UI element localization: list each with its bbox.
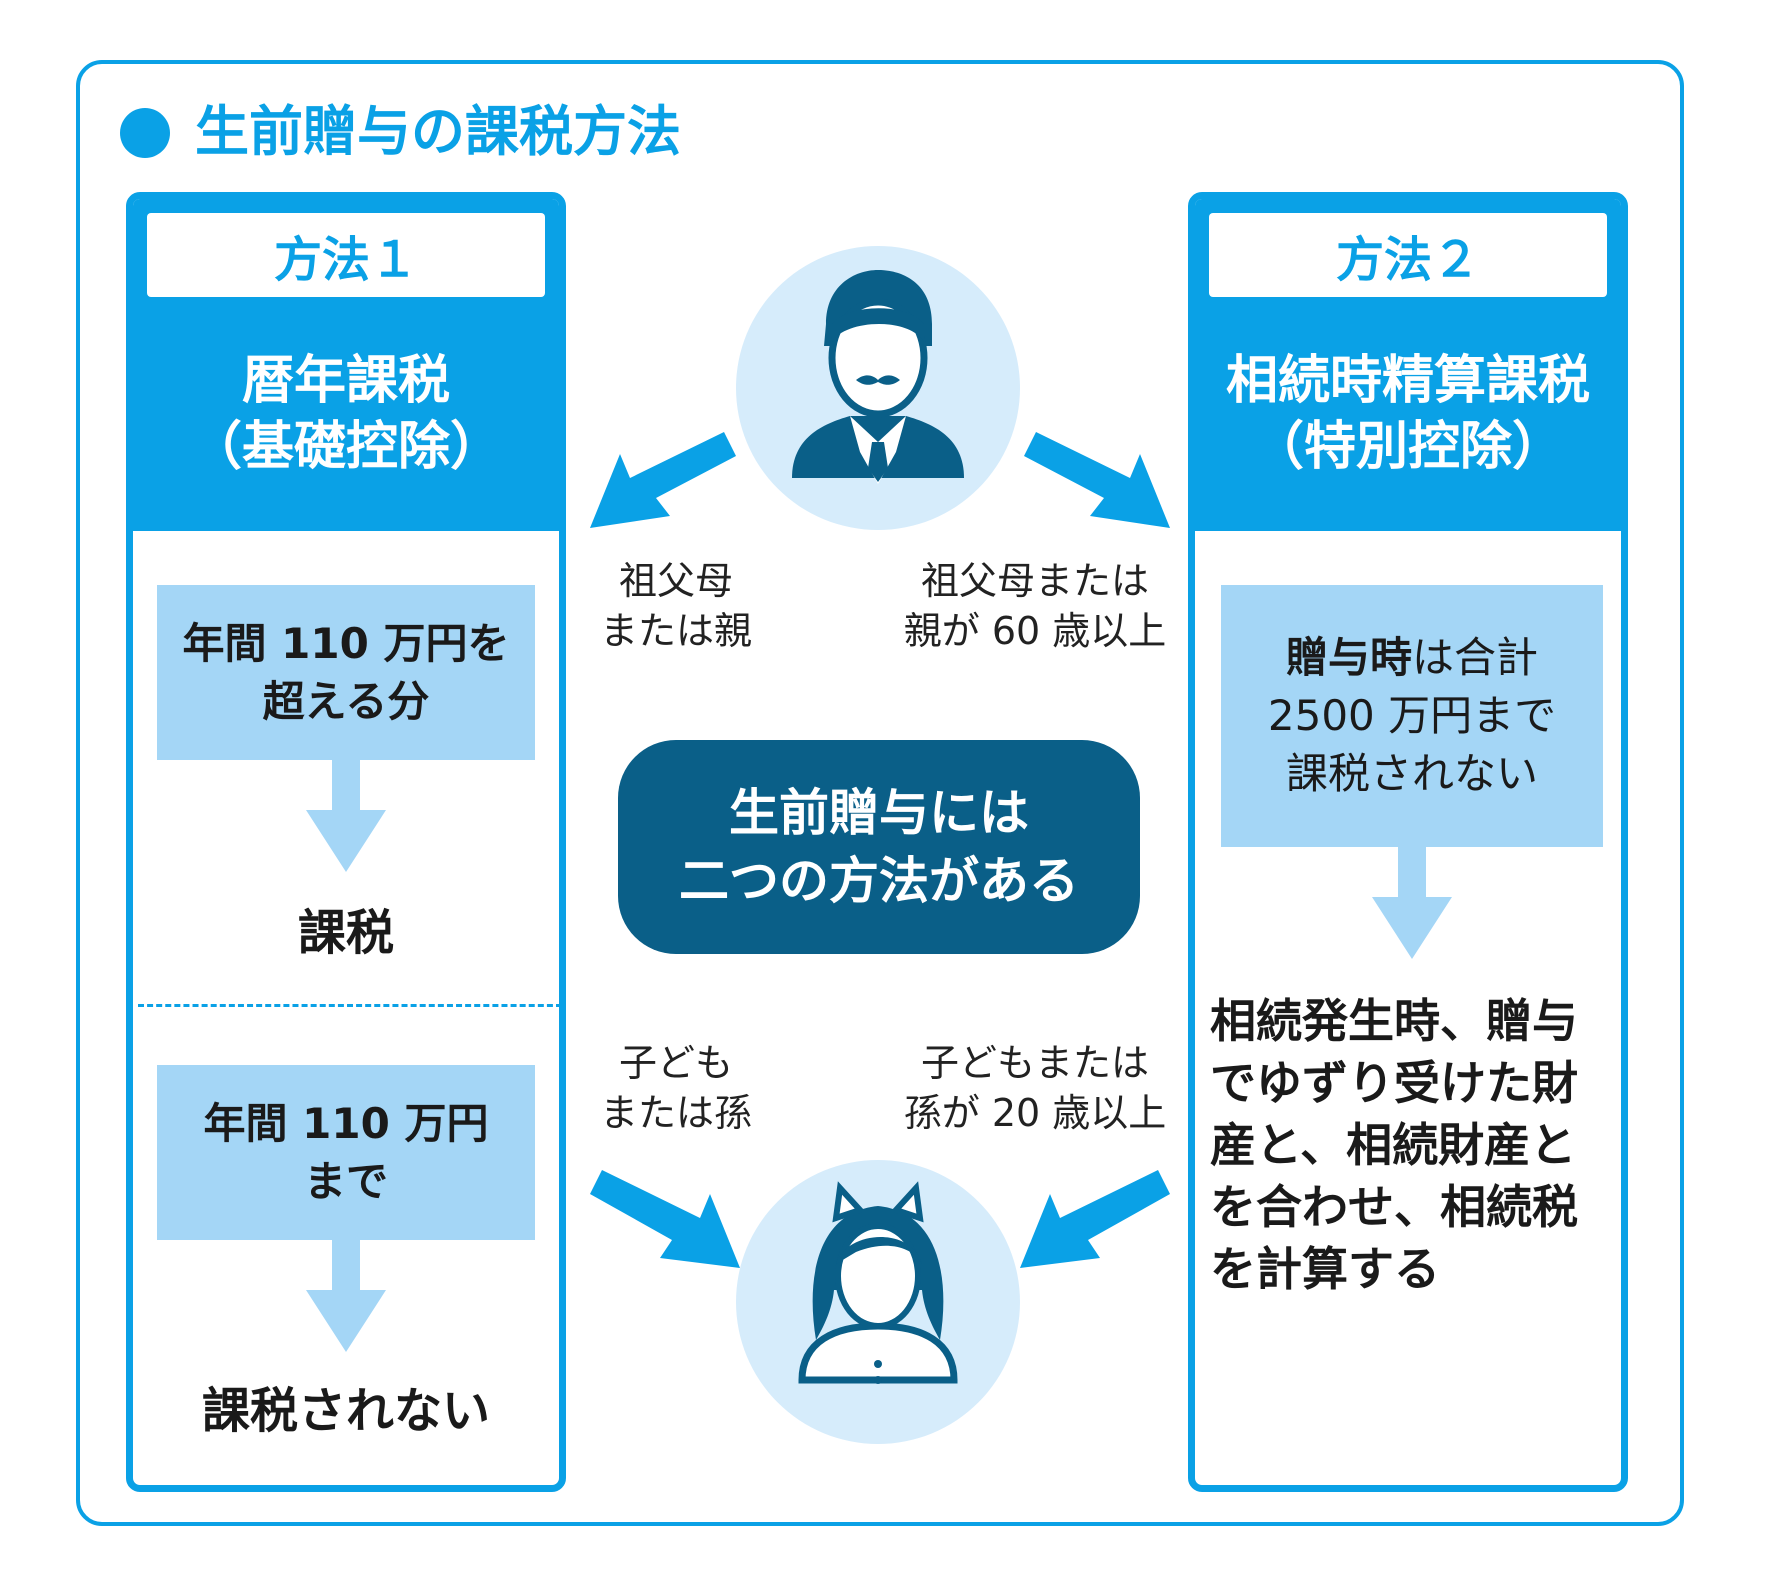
method2-header: 方法２ 相続時精算課税 （特別控除） — [1195, 199, 1621, 531]
arrow-down-left-icon — [590, 432, 736, 528]
center-message-line2: 二つの方法がある — [679, 852, 1079, 910]
method2-result-line: でゆずり受けた財 — [1210, 1056, 1578, 1110]
center-message: 生前贈与には 二つの方法がある — [618, 740, 1140, 954]
method2-result-line: 産と、相続財産と — [1210, 1118, 1577, 1172]
method2-box-line1: 贈与時は合計 — [1286, 629, 1538, 687]
method2-result-line: を計算する — [1210, 1242, 1440, 1296]
method2-box-line3: 課税されない — [1285, 749, 1538, 798]
giver-condition-method1: 祖父母 または親 — [574, 556, 778, 656]
receiver-condition-method2: 子どもまたは 孫が 20 歳以上 — [886, 1038, 1184, 1138]
method1-name: 暦年課税 — [241, 351, 450, 411]
method1-divider — [138, 1004, 562, 1007]
method1-subname: （基礎控除） — [189, 417, 502, 477]
method1-box-over: 年間 110 万円を 超える分 — [157, 585, 535, 760]
method1-box-under-line2: まで — [303, 1156, 388, 1206]
method2-name: 相続時精算課税 — [1225, 351, 1590, 411]
giver-condition-method2: 祖父母または 親が 60 歳以上 — [886, 556, 1184, 656]
method1-box-over-line1: 年間 110 万円を — [182, 618, 510, 668]
method2-result-line: 相続発生時、贈与 — [1210, 994, 1578, 1048]
condition-line: または孫 — [599, 1091, 752, 1135]
girl-icon — [798, 1181, 958, 1384]
method1-header: 方法１ 暦年課税 （基礎控除） — [133, 199, 559, 531]
method2-result-line: を合わせ、相続税 — [1210, 1180, 1578, 1234]
method2-result: 相続発生時、贈与 でゆずり受けた財 産と、相続財産と を合わせ、相続税 を計算す… — [1210, 990, 1610, 1300]
method2-box-gift: 贈与時は合計 2500 万円まで 課税されない — [1221, 585, 1603, 847]
method1-label: 方法１ — [147, 213, 545, 297]
method2-subname: （特別控除） — [1251, 417, 1564, 477]
diagram-title: 生前贈与の課税方法 — [195, 100, 681, 163]
condition-line: 親が 60 歳以上 — [903, 609, 1167, 653]
man-with-mustache-icon — [792, 270, 964, 484]
condition-line: 子ども — [618, 1041, 733, 1085]
method1-box-over-line2: 超える分 — [262, 676, 430, 726]
method2-box-line2: 2500 万円まで — [1267, 691, 1557, 740]
arrow-to-receiver-left-icon — [590, 1170, 740, 1268]
condition-line: 祖父母または — [920, 559, 1149, 603]
title-bullet-icon — [120, 108, 170, 158]
diagram-frame — [76, 60, 1684, 1526]
down-arrow-icon — [1372, 847, 1452, 959]
method1-box-under-line1: 年間 110 万円 — [203, 1098, 489, 1148]
method2-box-line1-rest: は合計 — [1412, 633, 1539, 682]
down-arrow-icon — [306, 1240, 386, 1352]
arrow-to-receiver-right-icon — [1020, 1170, 1170, 1268]
arrow-down-right-icon — [1024, 432, 1170, 528]
receiver-condition-method1: 子ども または孫 — [574, 1038, 778, 1138]
condition-line: 祖父母 — [618, 559, 733, 603]
method1-result-taxed: 課税 — [297, 905, 394, 961]
down-arrow-icon — [306, 760, 386, 872]
method2-box-bold: 贈与時 — [1285, 633, 1412, 682]
method1-box-under: 年間 110 万円 まで — [157, 1065, 535, 1240]
condition-line: 孫が 20 歳以上 — [903, 1091, 1167, 1135]
condition-line: 子どもまたは — [920, 1041, 1149, 1085]
condition-line: または親 — [599, 609, 752, 653]
method1-result-not-taxed: 課税されない — [201, 1383, 490, 1439]
method2-label: 方法２ — [1209, 213, 1607, 297]
center-message-line1: 生前贈与には — [729, 784, 1029, 842]
